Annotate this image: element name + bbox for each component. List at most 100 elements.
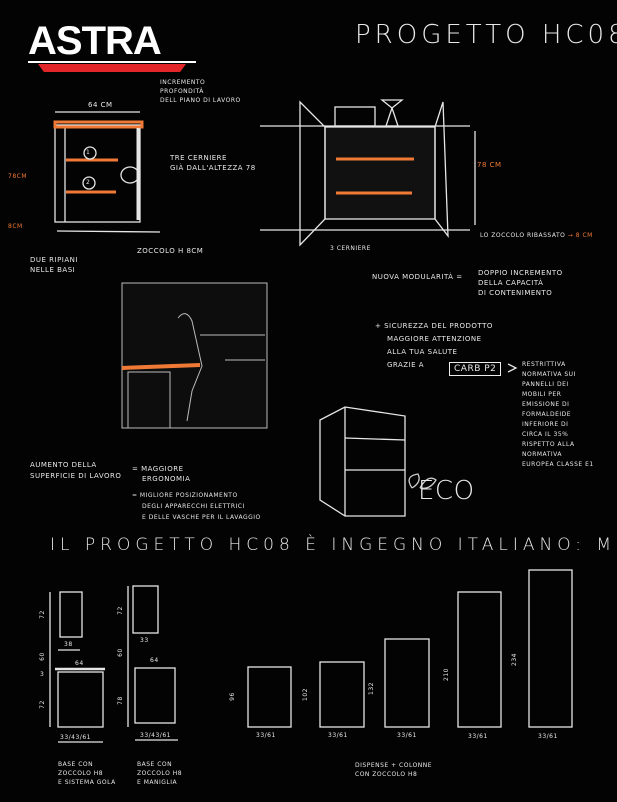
open-shelf-sketch (319, 406, 406, 517)
caption-line: DISPENSE + COLONNE (355, 762, 433, 769)
safety-line: GRAZIE A (387, 361, 425, 369)
hinges-note-line: GIÀ DALL'ALTEZZA 78 (170, 164, 256, 172)
set2-upper-width: 33 (140, 637, 149, 644)
shelf-number-2: 2 (86, 179, 91, 186)
ergonomics-right1: = MAGGIORE ERGONOMIA (132, 464, 190, 484)
shelf-number-1: 1 (86, 149, 91, 156)
shelves-note-line: DUE RIPIANI (30, 256, 78, 264)
column-height: 96 (228, 692, 236, 701)
caption-line: BASE CON (58, 761, 94, 768)
columns-caption: DISPENSE + COLONNE CON ZOCCOLO H8 (355, 761, 432, 779)
safety-note: + SICUREZZA DEL PRODOTTO MAGGIORE ATTENZ… (375, 320, 493, 372)
logo-reflection (38, 64, 186, 72)
carb-note-line: EUROPEA CLASSE E1 (522, 461, 594, 468)
carb-note-line: PANNELLI DEI (522, 381, 569, 388)
ergonomics-left: AUMENTO DELLA SUPERFICIE DI LAVORO (30, 460, 121, 482)
plinth-note: ZOCCOLO H 8cm (137, 247, 204, 255)
carb-note-line: RISPETTO ALLA (522, 441, 575, 448)
ergonomics-line: DEGLI APPARECCHI ELETTRICI (142, 503, 245, 510)
caption-line: BASE CON (137, 761, 173, 768)
set2-depths: 33/43/61 (140, 732, 171, 739)
modularity-line: DELLA CAPACITÀ (478, 279, 544, 287)
set2-gap: 60 (116, 648, 124, 657)
set1-gap: 60 (38, 652, 46, 661)
plinth-lowered-note: LO ZOCCOLO RIBASSATO → 8 cm (480, 231, 593, 240)
carb-p2-badge: CARB P2 (449, 362, 502, 376)
shelves-note: DUE RIPIANI NELLE BASI (30, 255, 78, 275)
carb-note-line: MOBILI PER (522, 391, 562, 398)
caption-line: ZOCCOLO H8 (137, 770, 183, 777)
column-width: 33/61 (328, 732, 348, 739)
safety-line: ALLA TUA SALUTE (387, 348, 458, 356)
set1-top: 3 (40, 671, 45, 678)
ergonomics-line: SUPERFICIE DI LAVORO (30, 472, 122, 480)
open-cabinet-sketch (260, 99, 476, 247)
ergonomics-line: = MIGLIORE POSIZIONAMENTO (132, 492, 238, 499)
modules-left-sketch (49, 585, 178, 743)
shelves-note-line: NELLE BASI (30, 266, 76, 274)
set1-depths: 33/43/61 (60, 734, 91, 741)
column-height: 210 (442, 668, 450, 681)
column-height: 132 (367, 682, 375, 695)
kitchen-scene-sketch (121, 282, 268, 429)
set1-base-height: 72 (38, 700, 46, 709)
carb-note-line: EMISSIONE DI (522, 401, 570, 408)
ergonomics-line: ERGONOMIA (142, 475, 191, 483)
carb-note-line: NORMATIVA (522, 451, 562, 458)
column-width: 33/61 (468, 733, 488, 740)
column-height: 234 (510, 653, 518, 666)
carb-note-line: INFERIORE DI (522, 421, 569, 428)
caption-line: ZOCCOLO H8 (58, 770, 104, 777)
hinges-note-line: TRE CERNIERE (170, 154, 227, 162)
column-height: 102 (301, 688, 309, 701)
depth-note-line: DELL PIANO DI LAVORO (160, 97, 241, 104)
columns-sketch (247, 569, 573, 728)
column-width: 33/61 (397, 732, 417, 739)
caption-line: E SISTEMA GOLA (58, 779, 116, 786)
carb-note-line: CIRCA IL 35% (522, 431, 569, 438)
modularity-note: DOPPIO INCREMENTO DELLA CAPACITÀ DI CONT… (478, 268, 563, 298)
depth-note: INCREMENTO PROFONDITÀ DELL PIANO DI LAVO… (160, 78, 241, 105)
ergonomics-line: = MAGGIORE (132, 465, 184, 473)
caption-line: CON ZOCCOLO H8 (355, 771, 418, 778)
set2-upper-height: 72 (116, 606, 124, 615)
set1-upper-height: 72 (38, 610, 46, 619)
set2-caption: BASE CON ZOCCOLO H8 E MANIGLIA (137, 760, 182, 787)
hinges-note: TRE CERNIERE GIÀ DALL'ALTEZZA 78 (170, 153, 256, 173)
set1-caption: BASE CON ZOCCOLO H8 E SISTEMA GOLA (58, 760, 116, 787)
page-title: PROGETTO HC08 (355, 20, 617, 50)
carb-note-line: RESTRITTIVA (522, 361, 566, 368)
set1-upper-width: 38 (64, 641, 73, 648)
ergonomics-line: AUMENTO DELLA (30, 461, 97, 469)
set2-base-height: 78 (116, 696, 124, 705)
carb-note: RESTRITTIVA NORMATIVA SUI PANNELLI DEI M… (522, 360, 594, 470)
modularity-line: DOPPIO INCREMENTO (478, 269, 563, 277)
width-label: 64 cm (88, 101, 113, 109)
ergonomics-line: E DELLE VASCHE PER IL LAVAGGIO (142, 514, 261, 521)
column-width: 33/61 (256, 732, 276, 739)
caption-line: E MANIGLIA (137, 779, 178, 786)
carb-note-line: FORMALDEIDE (522, 411, 572, 418)
astra-logo: ASTRA (28, 19, 196, 72)
height-label: 78cm (8, 173, 28, 180)
eco-label: ECO (418, 476, 475, 506)
three-hinges-label: 3 CERNIERE (330, 245, 371, 252)
set2-base-width: 64 (150, 657, 159, 664)
modularity-line: DI CONTENIMENTO (478, 289, 553, 297)
safety-line: + SICUREZZA DEL PRODOTTO (375, 322, 493, 330)
modularity-label: NUOVA MODULARITÀ = (372, 273, 463, 281)
plinth-label: 8cm (8, 223, 23, 230)
ergonomics-right2: = MIGLIORE POSIZIONAMENTO DEGLI APPARECC… (132, 490, 261, 523)
depth-note-line: PROFONDITÀ (160, 88, 204, 95)
base-cabinet-sketch (53, 111, 161, 233)
safety-line: MAGGIORE ATTENZIONE (387, 335, 482, 343)
logo-text: ASTRA (28, 19, 162, 63)
set1-base-width: 64 (75, 660, 84, 667)
logo-rule (28, 61, 196, 63)
plinth-lowered-text: LO ZOCCOLO RIBASSATO (480, 232, 566, 239)
section-title: IL PROGETTO HC08 È INGEGNO ITALIANO: MOD… (50, 535, 617, 555)
depth-note-line: INCREMENTO (160, 79, 206, 86)
column-width: 33/61 (538, 733, 558, 740)
